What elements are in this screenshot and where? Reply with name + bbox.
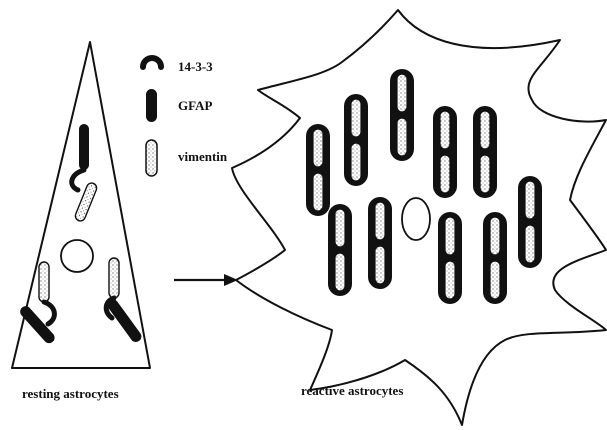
reactive-filament-group — [306, 69, 542, 304]
filament-assembly — [18, 262, 57, 345]
filament-assembly — [518, 176, 542, 268]
vimentin-filament — [375, 246, 385, 284]
arc-icon — [143, 58, 161, 67]
legend-item-vimentin: vimentin — [146, 140, 228, 176]
legend-item-gfap: GFAP — [146, 89, 212, 122]
legend-label-14-3-3: 14-3-3 — [178, 59, 213, 74]
vimentin-filament — [397, 118, 407, 156]
filament-assembly — [368, 197, 392, 289]
legend-item-14-3-3: 14-3-3 — [143, 58, 213, 74]
vimentin-filament — [440, 111, 450, 149]
vimentin-filament — [335, 253, 345, 291]
vimentin-filament — [490, 261, 500, 299]
vimentin-filament — [480, 155, 490, 193]
filament-assembly — [483, 212, 507, 304]
vimentin-filament — [109, 258, 119, 298]
filament-assembly — [438, 212, 462, 304]
resting-astrocyte — [12, 42, 150, 368]
protein-14-3-3 — [72, 170, 84, 190]
vimentin-filament — [313, 129, 323, 167]
vimentin-filament — [335, 209, 345, 247]
black-capsule-icon — [146, 89, 157, 122]
legend-label-vimentin: vimentin — [178, 149, 228, 164]
vimentin-filament — [39, 262, 49, 302]
reactive-nucleus — [402, 198, 430, 240]
filament-assembly — [306, 124, 330, 216]
legend: 14-3-3 GFAP vimentin — [143, 58, 228, 176]
resting-nucleus — [61, 240, 93, 272]
white-capsule-icon — [146, 140, 157, 176]
filament-assembly — [344, 94, 368, 186]
vimentin-filament — [351, 143, 361, 181]
vimentin-filament — [445, 217, 455, 255]
filament-assembly — [72, 124, 98, 222]
legend-label-gfap: GFAP — [178, 98, 212, 113]
filament-assembly — [328, 204, 352, 296]
vimentin-filament — [480, 111, 490, 149]
gfap-filament — [79, 124, 89, 170]
vimentin-filament — [525, 181, 535, 219]
vimentin-filament — [490, 217, 500, 255]
transition-arrow — [174, 274, 238, 286]
filament-assembly — [390, 69, 414, 161]
vimentin-filament — [397, 74, 407, 112]
vimentin-filament — [525, 225, 535, 263]
protein-14-3-3 — [44, 302, 54, 324]
reactive-astrocyte — [232, 10, 606, 425]
vimentin-filament — [313, 173, 323, 211]
reactive-label: reactive astrocytes — [301, 383, 403, 398]
filament-assembly — [433, 106, 457, 198]
vimentin-filament — [440, 155, 450, 193]
vimentin-filament — [351, 99, 361, 137]
filament-assembly — [473, 106, 497, 198]
vimentin-filament — [375, 202, 385, 240]
vimentin-filament — [445, 261, 455, 299]
resting-label: resting astrocytes — [22, 386, 119, 401]
